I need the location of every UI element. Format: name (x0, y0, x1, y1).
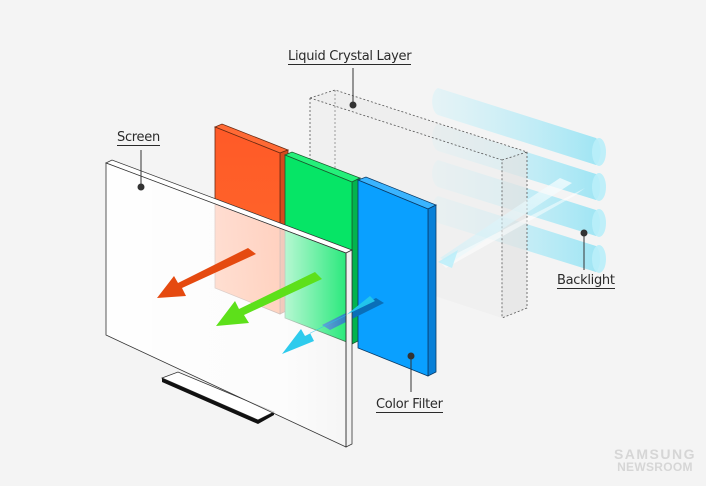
color-filter-callout (407, 352, 415, 392)
watermark-line-2: NEWSROOM (617, 460, 693, 474)
screen (105, 159, 353, 448)
tv-stand (160, 371, 275, 424)
liquid-crystal-callout (349, 68, 357, 109)
red-light-arrow (157, 248, 256, 298)
backlight-callout (580, 229, 588, 270)
color-filter-blue (356, 176, 437, 377)
watermark-line-1: SAMSUNG (613, 446, 696, 462)
green-light-arrow (216, 272, 322, 326)
screen-label: Screen (117, 130, 160, 146)
screen-callout (137, 150, 145, 191)
color-filter-label: Color Filter (376, 397, 443, 413)
callouts (137, 68, 588, 392)
liquid-crystal-layer-label: Liquid Crystal Layer (288, 49, 412, 65)
backlight-tube (432, 88, 606, 166)
light-arrows (157, 248, 375, 354)
blue-light-arrow (282, 296, 375, 354)
samsung-newsroom-watermark: SAMSUNG NEWSROOM (613, 446, 696, 474)
backlight-label: Backlight (557, 273, 615, 289)
light-beams (438, 178, 585, 268)
